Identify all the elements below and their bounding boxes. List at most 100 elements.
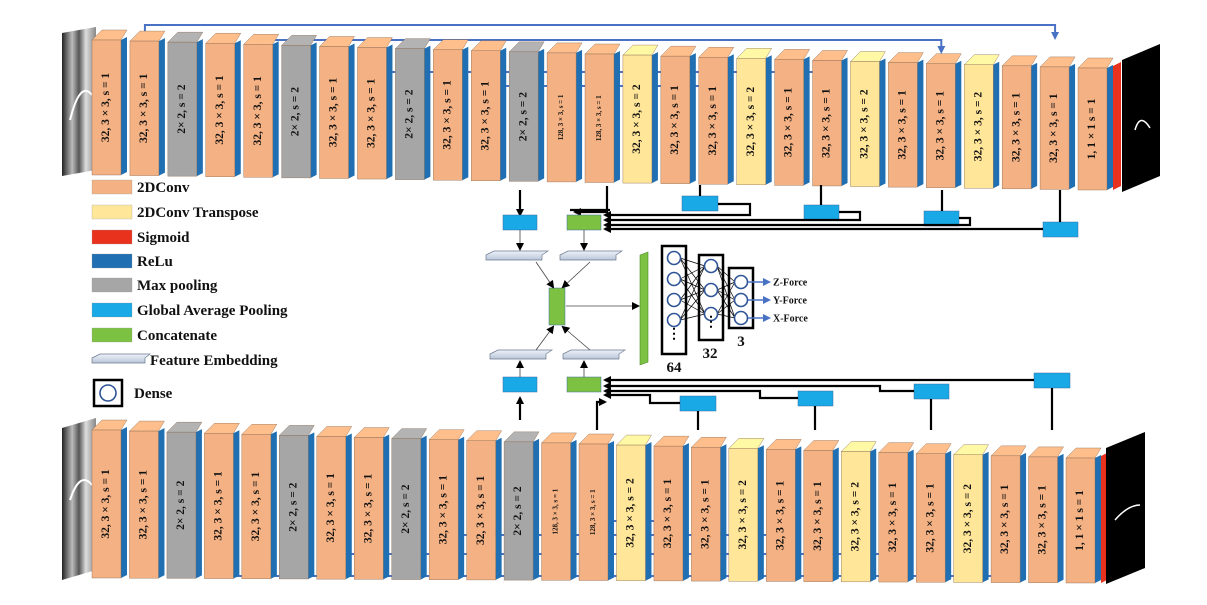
dense-size-label: 3	[737, 334, 745, 350]
bottom-block-9: 2× 2, s = 2	[391, 428, 428, 580]
legend-item-gap: Global Average Pooling	[91, 302, 288, 319]
bottom-block-label: 2× 2, s = 2	[175, 480, 187, 529]
legend-item-maxpool: Max pooling	[91, 277, 218, 294]
top-gap-box-2	[803, 204, 840, 221]
top-block-label: 32, 3 × 3, s = 1	[669, 85, 681, 155]
top-block-16: 32, 3 × 3, s = 1	[660, 45, 697, 184]
top-block-14: 128, 3 × 3, s = 1	[584, 43, 621, 183]
flatten-vector	[639, 251, 649, 366]
bottom-block-label: 1, 1 × 1 s = 1	[1074, 490, 1086, 551]
top-block-15: 32, 3 × 3, s = 2	[622, 44, 659, 184]
bottom-block-27: 1, 1 × 1 s = 1	[1065, 447, 1102, 584]
bottom-block-24: 32, 3 × 3, s = 2	[953, 444, 989, 583]
top-block-label: 32, 3 × 3, s = 1	[707, 86, 719, 156]
bottom-block-13: 128, 3 × 3, s = 1	[541, 432, 577, 581]
top-block-label: 32, 3 × 3, s = 2	[972, 92, 984, 162]
emb-to-concat-4	[561, 325, 591, 351]
bottom-block-label: 32, 3 × 3, s = 2	[962, 484, 974, 554]
bottom-block-label: 32, 3 × 3, s = 1	[812, 481, 824, 551]
legend-item-transpose: 2DConv Transpose	[91, 204, 259, 221]
top-block-5: 32, 3 × 3, s = 1	[243, 34, 280, 178]
bottom-block-18: 32, 3 × 3, s = 2	[728, 438, 765, 582]
top-block-label: 128, 3 × 3, s = 1	[557, 94, 565, 140]
bottom-block-label: 32, 3 × 3, s = 1	[437, 475, 449, 545]
top-block-3: 2× 2, s = 2	[167, 31, 204, 177]
top-gap-box-left	[502, 214, 538, 231]
bottom-gap-box-3	[913, 383, 950, 400]
neuron-node	[733, 274, 749, 290]
bottom-block-label: 32, 3 × 3, s = 1	[100, 469, 112, 539]
neuron-node	[703, 282, 719, 298]
legend-swatch	[91, 302, 133, 318]
bottom-block-label: 2× 2, s = 2	[287, 482, 299, 531]
bottom-block-label: 32, 3 × 3, s = 1	[1037, 485, 1049, 555]
top-gap-box-1	[681, 195, 719, 212]
bottom-block-14: 128, 3 × 3, s = 1	[578, 433, 615, 581]
bottom-block-25: 32, 3 × 3, s = 1	[990, 445, 1027, 583]
bottom-block-10: 32, 3 × 3, s = 1	[428, 429, 465, 580]
top-input-image	[62, 27, 96, 176]
top-sigmoid-layer	[1113, 62, 1121, 190]
neuron-node	[703, 258, 719, 274]
top-gap-box-4	[1042, 221, 1079, 238]
bottom-block-label: 32, 3 × 3, s = 1	[887, 482, 899, 552]
legend-item-relu: ReLu	[91, 253, 173, 270]
legend-swatch	[91, 253, 133, 269]
top-block-25: 32, 3 × 3, s = 1	[1001, 55, 1038, 190]
legend-swatch	[91, 229, 133, 245]
bottom-input-image	[62, 418, 96, 580]
bottom-block-17: 32, 3 × 3, s = 1	[690, 437, 727, 582]
top-block-label: 2× 2, s = 2	[290, 87, 302, 136]
legend-label: 2DConv Transpose	[137, 205, 259, 221]
top-block-12: 2× 2, s = 2	[508, 41, 545, 182]
top-block-label: 32, 3 × 3, s = 1	[479, 81, 491, 151]
legend-label: Feature Embedding	[150, 353, 278, 369]
top-block-26: 32, 3 × 3, s = 1	[1039, 56, 1076, 190]
bottom-block-12: 2× 2, s = 2	[503, 431, 540, 581]
top-block-label: 32, 3 × 3, s = 2	[631, 84, 643, 154]
top-embedding-right	[559, 250, 624, 261]
bottom-block-5: 32, 3 × 3, s = 1	[241, 424, 278, 579]
top-gap-box-3	[923, 210, 960, 227]
bottom-block-label: 128, 3 × 3, s = 1	[552, 488, 560, 534]
top-embedding-left	[485, 250, 550, 261]
neuron-node	[666, 250, 682, 266]
top-block-label: 32, 3 × 3, s = 2	[859, 89, 871, 159]
bottom-block-4: 32, 3 × 3, s = 1	[203, 423, 240, 579]
legend-item-conv: 2DConv	[91, 179, 190, 196]
bottom-block-7: 32, 3 × 3, s = 1	[316, 426, 353, 580]
output-label: X-Force	[773, 314, 808, 325]
bottom-block-15: 32, 3 × 3, s = 2	[615, 434, 652, 581]
bottom-gap-box-4	[1033, 372, 1071, 389]
dense-size-label: 32	[703, 346, 718, 362]
ellipsis-dots: ⋮	[667, 327, 681, 342]
top-gap-line-3	[603, 216, 972, 229]
top-gap-line-2	[603, 210, 862, 224]
bottom-block-label: 128, 3 × 3, s = 1	[589, 489, 597, 535]
top-gap-line-1	[603, 202, 752, 219]
bottom-block-16: 32, 3 × 3, s = 1	[653, 435, 690, 582]
top-skip-1	[143, 24, 1060, 40]
neuron-node	[733, 310, 749, 326]
top-block-label: 32, 3 × 3, s = 1	[214, 75, 226, 145]
ellipsis-dots: ⋮	[704, 315, 718, 330]
bottom-output-image	[1106, 432, 1145, 584]
top-block-18: 32, 3 × 3, s = 2	[736, 48, 773, 186]
top-block-13: 128, 3 × 3, s = 1	[546, 42, 583, 183]
top-block-label: 32, 3 × 3, s = 1	[366, 78, 378, 148]
top-network-row: 32, 3 × 3, s = 1 32, 3 × 3, s = 1 2× 2, s …	[91, 29, 1121, 191]
bottom-block-1: 32, 3 × 3, s = 1	[91, 419, 128, 579]
top-block-22: 32, 3 × 3, s = 1	[887, 52, 924, 188]
top-block-label: 32, 3 × 3, s = 1	[934, 91, 946, 161]
top-block-7: 32, 3 × 3, s = 1	[319, 36, 355, 179]
top-block-label: 2× 2, s = 2	[404, 89, 416, 138]
legend-label: Global Average Pooling	[137, 303, 288, 319]
neuron-node	[666, 271, 682, 287]
legend-label: Sigmoid	[137, 230, 190, 246]
bottom-block-21: 32, 3 × 3, s = 2	[840, 441, 877, 583]
top-block-label: 32, 3 × 3, s = 1	[1010, 92, 1022, 162]
bottom-block-8: 32, 3 × 3, s = 1	[353, 427, 390, 580]
top-block-20: 32, 3 × 3, s = 1	[812, 50, 848, 187]
bottom-block-23: 32, 3 × 3, s = 1	[915, 443, 952, 583]
